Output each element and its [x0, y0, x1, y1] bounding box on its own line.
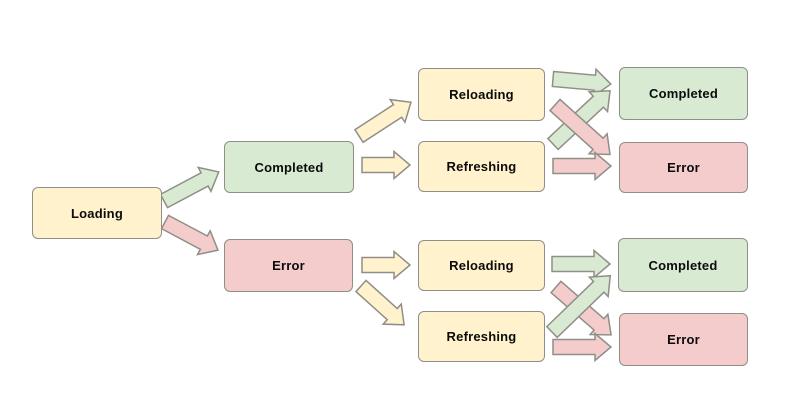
arrow-reloading-top-to-completed-top: [551, 67, 612, 98]
node-loading: Loading: [32, 187, 162, 239]
node-error-mid-label: Error: [272, 258, 305, 273]
arrow-loading-to-error-mid: [160, 214, 220, 256]
node-reloading-bottom-label: Reloading: [449, 258, 514, 273]
node-completed-top: Completed: [619, 67, 748, 120]
arrow-reloading-bottom-to-completed-bottom: [551, 248, 612, 280]
arrow-refreshing-bottom-to-error-bottom: [552, 331, 613, 363]
arrow-refreshing-bottom-to-completed-bottom: [545, 274, 612, 339]
node-error-top-label: Error: [667, 160, 700, 175]
node-error-bottom-label: Error: [667, 332, 700, 347]
node-refreshing-top-label: Refreshing: [446, 159, 517, 174]
node-completed-mid-label: Completed: [254, 159, 324, 175]
node-loading-label: Loading: [71, 205, 123, 221]
node-refreshing-top: Refreshing: [418, 141, 545, 192]
arrow-refreshing-top-to-error-top: [552, 150, 613, 182]
node-completed-mid: Completed: [224, 141, 354, 193]
node-completed-bottom: Completed: [618, 238, 748, 292]
arrow-error-mid-to-refreshing-bottom: [354, 279, 405, 326]
arrow-error-mid-to-reloading-bottom: [361, 249, 412, 281]
node-completed-top-label: Completed: [649, 86, 718, 101]
node-error-bottom: Error: [619, 313, 748, 366]
arrow-reloading-top-to-error-top: [548, 98, 611, 156]
node-reloading-top-label: Reloading: [449, 87, 514, 102]
node-refreshing-bottom-label: Refreshing: [446, 329, 517, 344]
arrow-completed-mid-to-reloading-top: [353, 98, 412, 144]
node-refreshing-bottom: Refreshing: [418, 311, 545, 362]
arrow-loading-to-completed-mid: [159, 166, 220, 209]
node-reloading-top: Reloading: [418, 68, 545, 121]
node-reloading-bottom: Reloading: [418, 240, 545, 291]
node-error-top: Error: [619, 142, 748, 193]
node-completed-bottom-label: Completed: [648, 257, 718, 273]
node-error-mid: Error: [224, 239, 353, 292]
arrow-completed-mid-to-refreshing-top: [361, 149, 412, 181]
